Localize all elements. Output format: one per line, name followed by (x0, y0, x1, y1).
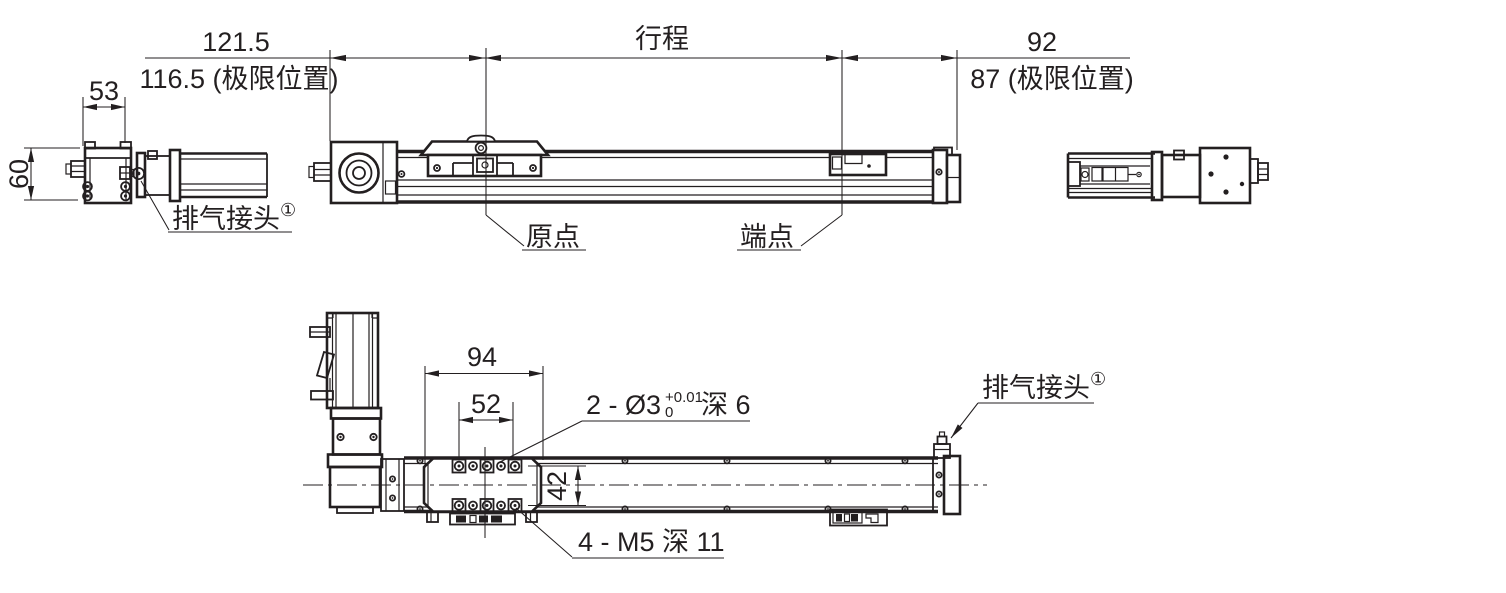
motor-face (1198, 146, 1269, 205)
dim-94-label: 94 (467, 342, 497, 372)
exhaust-fitting-bottom (933, 431, 951, 459)
dim-42: 42 (528, 465, 586, 507)
endpoint-label: 端点 (740, 222, 794, 252)
thread-note-label: 4 - M5 深 11 (578, 527, 725, 557)
dim-92-label: 92 (1027, 27, 1057, 57)
pin-hole-note: 2 - Ø3 +0.01 0 深 6 (499, 389, 751, 463)
exhaust-label-bottom: 排气接头① (982, 369, 1106, 403)
dim-60-label: 60 (4, 159, 34, 189)
thread-note: 4 - M5 深 11 (515, 507, 725, 559)
folded-motor (309, 311, 405, 514)
pin-hole-note-prefix: 2 - Ø3 (586, 390, 661, 420)
origin-label: 原点 (526, 222, 580, 252)
motor-housing (308, 140, 399, 205)
rail-end-block (931, 146, 962, 205)
sensor-block (828, 152, 888, 177)
dim-60: 60 (4, 147, 80, 201)
dim-42-label: 42 (542, 471, 572, 501)
left-view-body (65, 141, 268, 205)
dim-94: 94 (424, 342, 544, 468)
carriage (418, 134, 551, 178)
left-side-view: 53 60 (4, 76, 296, 234)
dim-52: 52 (458, 389, 514, 458)
top-dimension-chain: 121.5 116.5 (极限位置) 行程 92 87 (极限位置) (139, 24, 1134, 150)
dim-87-label: 87 (极限位置) (970, 64, 1134, 94)
front-view: 原点 端点 (308, 48, 962, 252)
dim-52-label: 52 (471, 389, 501, 419)
pin-hole-note-suffix: 深 6 (701, 390, 751, 420)
pin-hole-note-tol-lower: 0 (665, 404, 673, 421)
exhaust-label-left: 排气接头① (172, 200, 296, 234)
dim-116-5-label: 116.5 (极限位置) (139, 64, 338, 94)
origin-callout: 原点 (485, 48, 586, 252)
dim-53: 53 (82, 76, 126, 146)
endpoint-callout: 端点 (737, 50, 843, 252)
bottom-view: 94 52 42 2 - Ø3 +0.01 0 深 6 4 - M5 深 11 (303, 311, 1106, 559)
dim-121-5-label: 121.5 (202, 27, 270, 57)
exhaust-callout-bottom: 排气接头① (950, 369, 1106, 439)
right-side-view (1066, 146, 1269, 205)
stroke-label: 行程 (635, 24, 689, 54)
pin-hole-note-tol-upper: +0.01 (665, 389, 703, 406)
dim-53-label: 53 (89, 76, 119, 106)
sensor-block-bottom (829, 508, 888, 527)
exhaust-callout-left: 排气接头① (140, 180, 296, 234)
motor-pulley-circles (338, 152, 380, 194)
